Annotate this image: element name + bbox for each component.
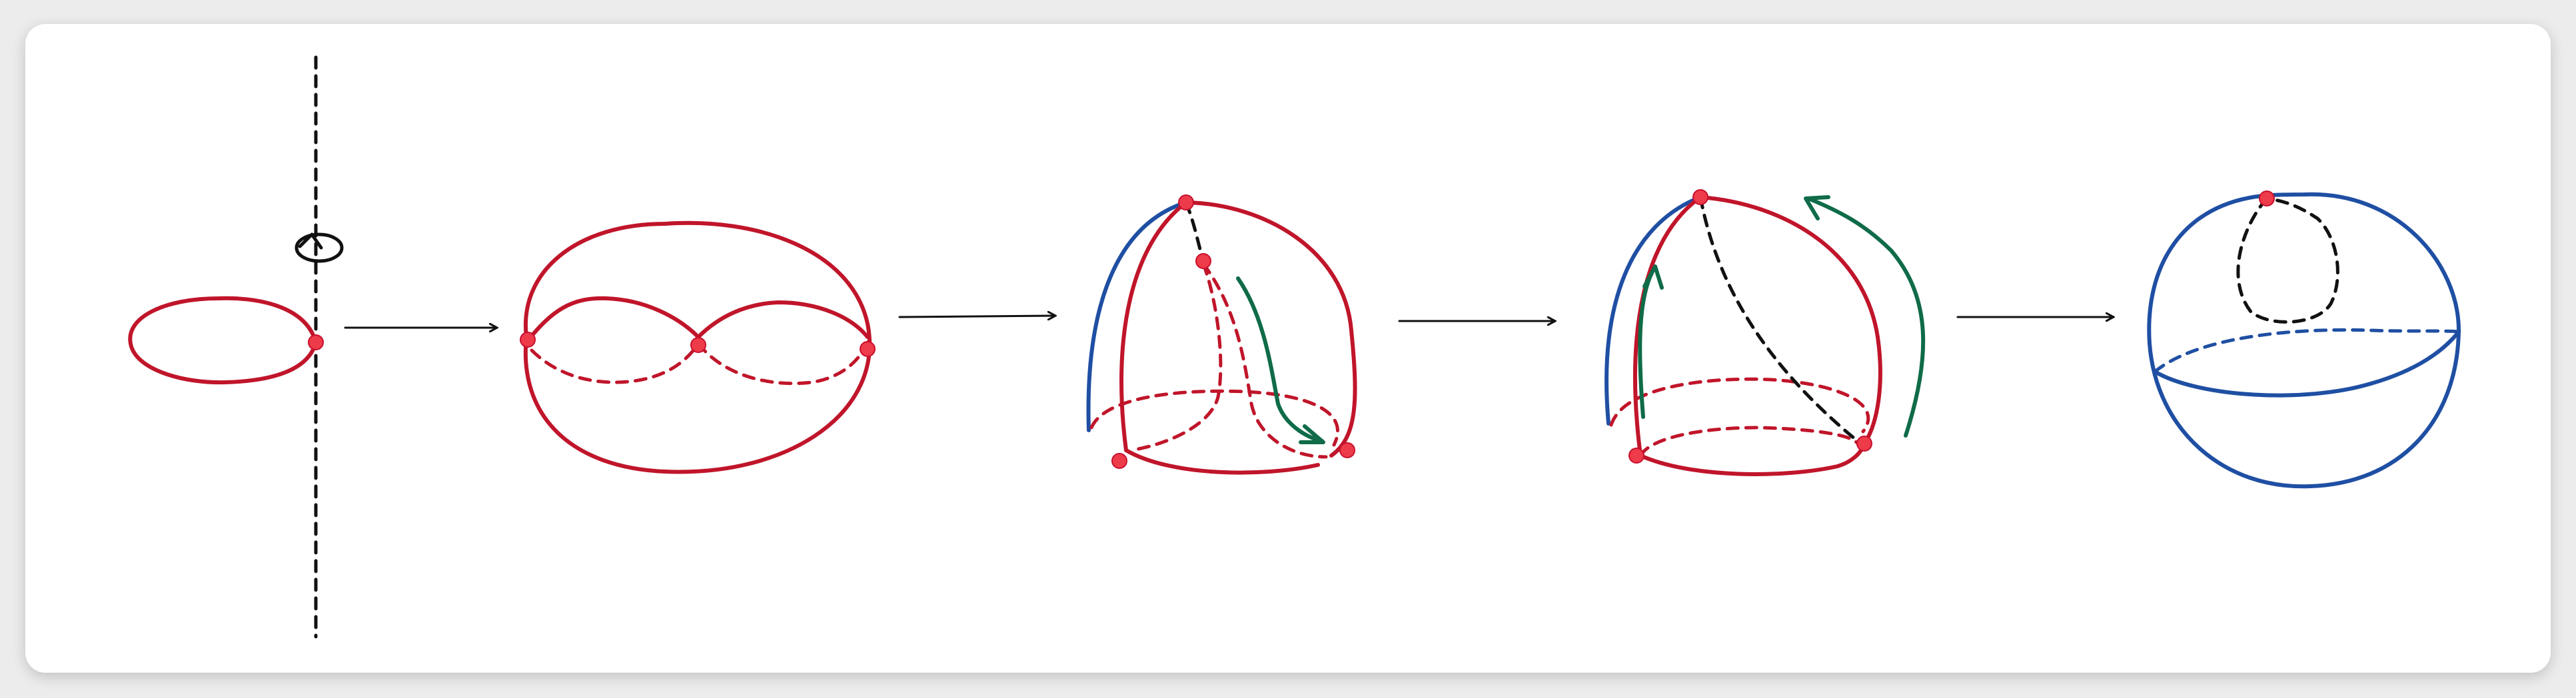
red-inner-left-lobe — [524, 296, 700, 344]
black-dashed-diagonal — [1698, 195, 1861, 444]
red-outer-outline — [523, 220, 872, 474]
red-right-outline-2 — [1698, 195, 1882, 446]
red-right-outline — [1184, 200, 1357, 458]
vertex-top — [1178, 194, 1194, 210]
vertex-point — [308, 334, 324, 350]
red-dashed-inner-1 — [1129, 262, 1223, 452]
vertex-right — [860, 341, 876, 357]
vertex-bottom-left-2 — [1628, 448, 1644, 464]
green-right-arrow — [1806, 196, 1926, 438]
arrow-2 — [898, 316, 1055, 317]
vertex-top-2 — [1692, 189, 1708, 205]
vertex-left — [520, 332, 536, 348]
red-dashed-right — [696, 340, 870, 386]
vertex-top-sphere — [2259, 190, 2275, 206]
vertex-inner — [1195, 253, 1211, 269]
red-bottom-edge — [1124, 448, 1320, 475]
green-right-arrow-head — [1804, 195, 1830, 220]
step-3-surface — [1086, 194, 1357, 475]
red-base-dashed — [1089, 389, 1339, 447]
vertex-bottom-right-2 — [1856, 436, 1872, 452]
black-dashed-top — [1184, 200, 1205, 263]
red-dashed-inner-2 — [1201, 262, 1328, 459]
green-arrow-head — [1299, 424, 1325, 444]
diagram-card — [25, 24, 2551, 673]
step-1-circle-and-axis — [128, 55, 344, 639]
red-loop — [128, 296, 318, 385]
red-base-dashed-2 — [1609, 377, 1870, 434]
vertex-bottom-left — [1111, 453, 1127, 469]
black-dashed-loop — [2236, 196, 2339, 324]
red-dashed-left — [530, 342, 700, 384]
red-dashed-inner-2b — [1638, 426, 1860, 458]
vertex-bottom-right — [1339, 442, 1355, 458]
blue-left-edge-2 — [1605, 195, 1702, 426]
green-curve-arrow — [1236, 276, 1324, 443]
vertex-middle — [690, 337, 706, 353]
step-4-surface — [1605, 189, 1926, 476]
rotation-arrow-icon — [295, 232, 344, 263]
red-bottom-edge-2 — [1638, 442, 1866, 476]
step-2-red-shape — [520, 220, 876, 474]
blue-left-edge — [1086, 200, 1188, 432]
red-inner-right-lobe — [696, 300, 870, 339]
blue-sphere-outline — [2147, 192, 2461, 489]
step-5-blue-sphere — [2147, 190, 2461, 489]
green-left-arrow-head — [1642, 264, 1664, 290]
blue-equator-front — [2153, 330, 2461, 398]
diagram-canvas — [128, 55, 2461, 639]
blue-equator-back-dashed — [2153, 328, 2461, 374]
